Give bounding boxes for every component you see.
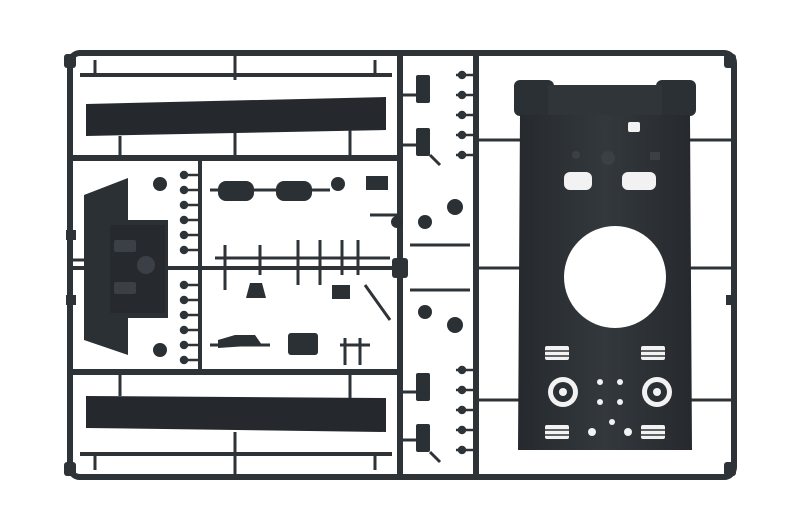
central-column-parts [400, 75, 470, 464]
fan-covers [548, 377, 672, 407]
small-parts-ladder-right [456, 70, 476, 455]
middle-bay-small-parts [215, 240, 392, 321]
track-guard-top [80, 55, 392, 158]
small-parts-ladder-left [179, 170, 200, 365]
hull-deck [514, 80, 696, 450]
frame-tabs [64, 54, 736, 476]
small-round-parts [153, 177, 463, 357]
track-guard-bottom [80, 372, 392, 474]
rear-plate [70, 178, 168, 355]
hull-rivets [588, 379, 632, 436]
grille-slats [545, 350, 665, 436]
middle-bay-lower-parts [210, 333, 370, 365]
middle-bay-upper-parts [210, 176, 403, 228]
